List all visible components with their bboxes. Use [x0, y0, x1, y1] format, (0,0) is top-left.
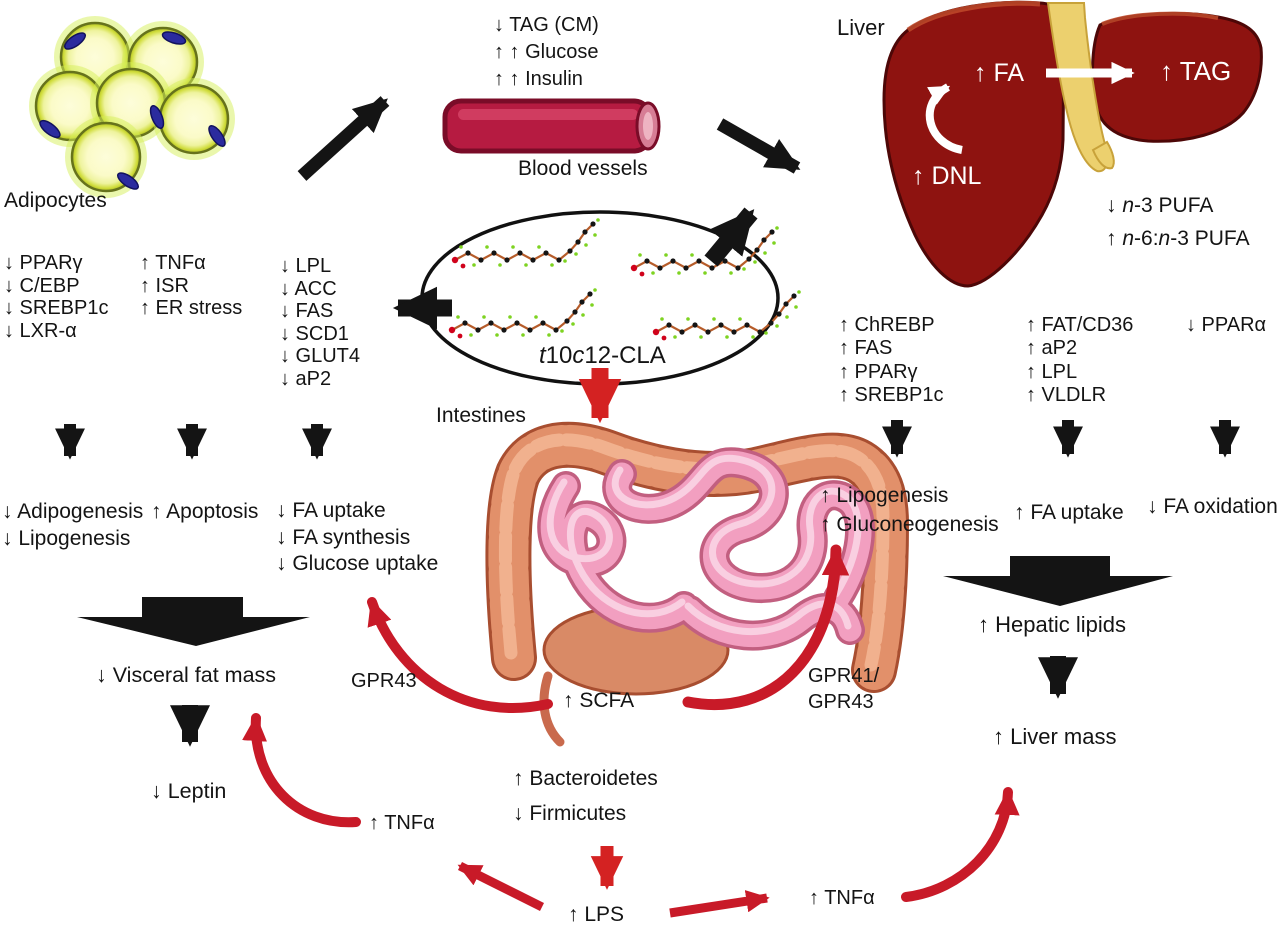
scfa-label: ↑ SCFA: [563, 689, 635, 712]
liver-gene-col1: ↑ ChREBP↑ FAS↑ PPARγ↑ SREBP1c: [839, 314, 944, 407]
pufa-ratio-label: ↑ n-6:n-3 PUFA: [1106, 227, 1250, 250]
arrow-lps-to-tnfa-left: [457, 861, 545, 912]
curve-tnfa-to-visceral-fat: [242, 713, 361, 828]
arrow-lps-to-tnfa-right: [669, 890, 770, 918]
wide-arrow-to-hepatic-lipids: [943, 556, 1173, 606]
intestines-label: Intestines: [436, 404, 526, 427]
liver-illustration: [882, 0, 1263, 288]
arrow-cla-to-liver: [704, 207, 758, 267]
curve-tnfa-to-liver-mass: [901, 787, 1020, 902]
liver-gene-col3: ↓ PPARα: [1186, 314, 1267, 336]
blood-vessels-label: Blood vessels: [518, 157, 648, 180]
adipose-outcomes-1: ↓ Adipogenesis↓ Lipogenesis: [2, 500, 144, 550]
gpr41-43-label: GPR41/GPR43: [808, 665, 880, 713]
blood-marker: ↑ ↑ Glucose: [494, 41, 599, 63]
liver-fa-label: ↑ FA: [974, 59, 1025, 87]
adipocytes-illustration: [27, 14, 237, 200]
firmicutes-label: ↓ Firmicutes: [513, 802, 627, 825]
liver-outcomes-2: ↑ FA uptake: [1014, 501, 1124, 524]
lps-label: ↑ LPS: [568, 903, 625, 926]
arrow-vessel-to-liver: [716, 118, 801, 174]
bacteroidetes-label: ↑ Bacteroidetes: [513, 767, 658, 790]
tnfa-left-label: ↑ TNFα: [369, 812, 435, 834]
gpr43-label: GPR43: [351, 670, 417, 692]
pufa-down-label: ↓ n-3 PUFA: [1106, 194, 1214, 217]
adipocytes-label: Adipocytes: [4, 189, 107, 212]
blood-marker: ↓ TAG (CM): [494, 14, 599, 36]
visceral-fat-label: ↓ Visceral fat mass: [96, 663, 277, 687]
adipose-outcomes-2: ↑ Apoptosis: [151, 500, 259, 523]
intestines-illustration: [485, 421, 910, 747]
liver-outcomes-3: ↓ FA oxidation: [1147, 495, 1278, 518]
cla-label: t10c12-CLA: [539, 342, 666, 369]
tnfa-right-label: ↑ TNFα: [809, 887, 875, 909]
arrow-adipocytes-to-vessel: [297, 96, 390, 181]
liver-mass-label: ↑ Liver mass: [993, 724, 1117, 749]
leptin-label: ↓ Leptin: [151, 779, 227, 803]
liver-dnl-label: ↑ DNL: [912, 162, 982, 190]
curve-scfa-gpr43-to-adipose: [367, 597, 553, 713]
dnl-cycle-arrow: [925, 83, 963, 154]
adipose-gene-col1: ↓ PPARγ↓ C/EBP↓ SREBP1c↓ LXR-α: [4, 252, 109, 342]
liver-gene-col2: ↑ FAT/CD36↑ aP2↑ LPL↑ VLDLR: [1026, 314, 1134, 407]
adipose-gene-col2: ↑ TNFα↑ ISR↑ ER stress: [140, 252, 243, 320]
liver-outcomes-1: ↑ Lipogenesis↑ Gluconeogenesis: [820, 484, 999, 536]
wide-arrow-to-visceral-fat: [77, 597, 310, 646]
hepatic-lipids-label: ↑ Hepatic lipids: [978, 612, 1126, 637]
blood-vessel-illustration: [442, 98, 661, 154]
adipose-outcomes-3: ↓ FA uptake↓ FA synthesis↓ Glucose uptak…: [276, 499, 439, 576]
blood-marker-list: ↓ TAG (CM) ↑ ↑ Glucose ↑ ↑ Insulin: [494, 12, 599, 93]
curve-scfa-gpr41-43-to-liver: [682, 544, 850, 711]
adipose-gene-col3: ↓ LPL↓ ACC↓ FAS ↓ SCD1↓ GLUT4↓ aP2: [280, 255, 361, 390]
liver-label: Liver: [837, 15, 885, 40]
liver-tag-label: ↑ TAG: [1160, 56, 1232, 86]
blood-marker: ↑ ↑ Insulin: [494, 68, 583, 90]
